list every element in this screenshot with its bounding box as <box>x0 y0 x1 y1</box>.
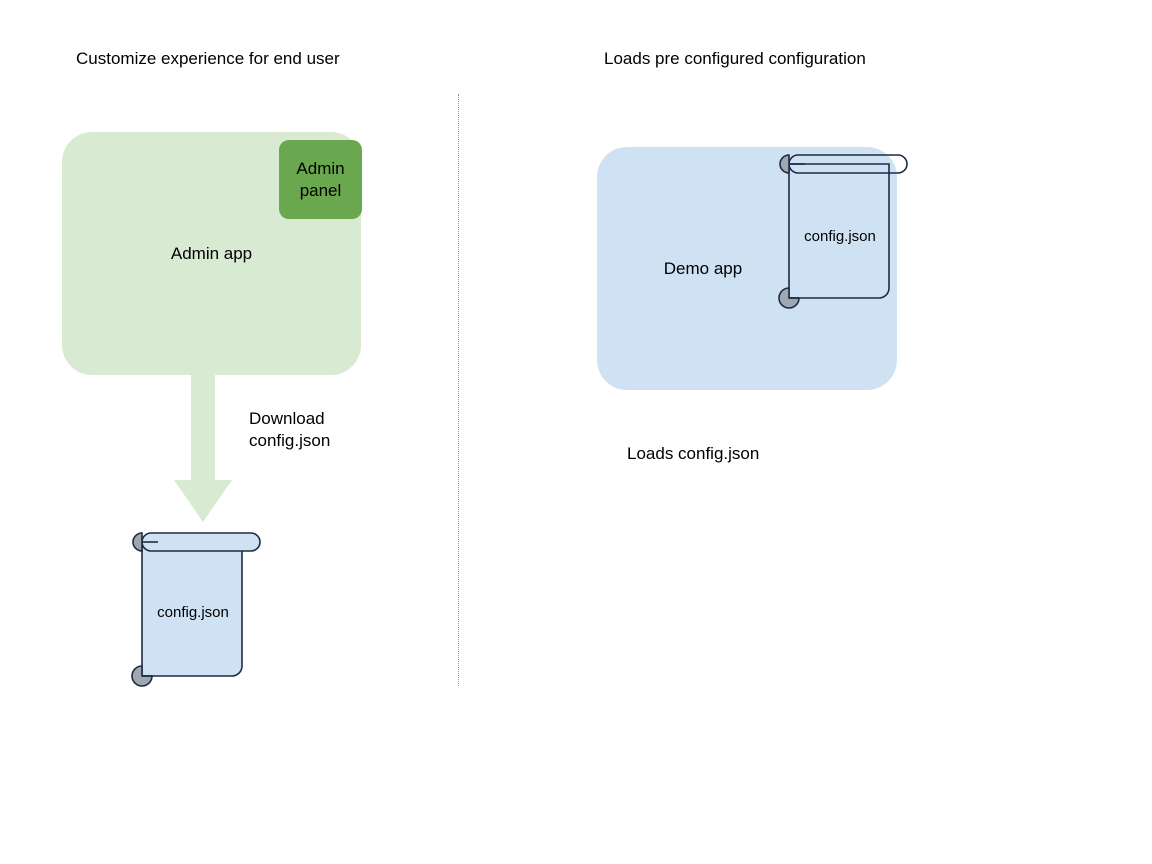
config-json-document-right[interactable] <box>765 150 915 312</box>
right-column-heading: Loads pre configured configuration <box>604 49 866 68</box>
demo-app-box[interactable]: Demo app <box>597 147 897 390</box>
admin-app-box[interactable]: Admin app Admin panel <box>62 132 362 375</box>
document-body <box>141 541 243 677</box>
demo-app-label: Demo app <box>663 259 743 278</box>
column-divider <box>458 94 459 686</box>
admin-panel-box[interactable]: Admin panel <box>279 140 362 219</box>
admin-panel-label-line1: Admin <box>296 158 345 178</box>
download-arrow-label: Download config.json <box>249 408 330 452</box>
document-top-curl <box>132 532 143 552</box>
document-top-curl <box>779 154 790 174</box>
config-json-label-right: config.json <box>804 228 876 245</box>
loads-config-note: Loads config.json <box>627 444 760 463</box>
config-json-label-left: config.json <box>157 604 229 621</box>
download-arrow-label-line1: Download <box>249 409 325 428</box>
document-body <box>788 163 890 299</box>
admin-panel-label-line2: panel <box>299 180 342 200</box>
arrow-shape <box>174 372 232 522</box>
document-top-roll <box>141 532 261 552</box>
left-column-heading: Customize experience for end user <box>76 49 340 68</box>
admin-panel-label: Admin panel <box>296 158 344 202</box>
config-json-document-left[interactable] <box>118 528 268 690</box>
download-arrow-label-line2: config.json <box>249 431 331 450</box>
download-arrow <box>174 372 234 524</box>
admin-app-label: Admin app <box>170 244 253 263</box>
